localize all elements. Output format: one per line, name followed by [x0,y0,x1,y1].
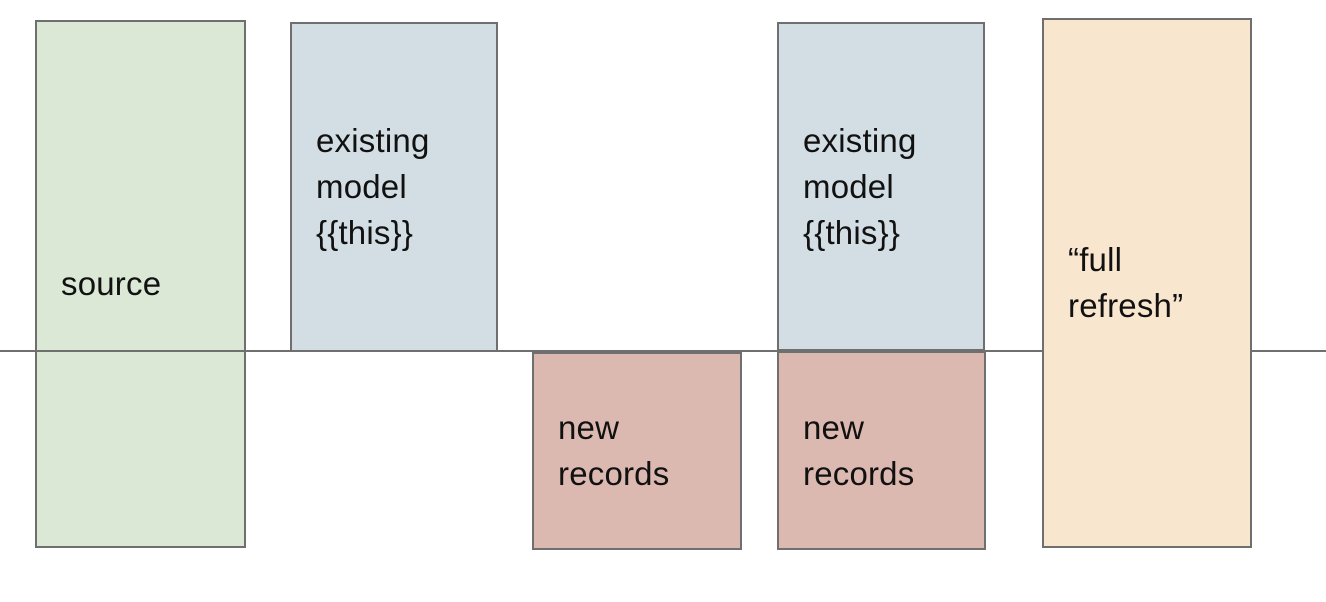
box-full-refresh-label: “full refresh” [1068,241,1184,324]
box-new-records-1-label: new records [558,409,670,492]
box-new-records-2: new records [777,351,986,550]
box-source-label: source [61,265,162,302]
box-existing-model-2: existing model {{this}} [777,22,985,351]
box-existing-model-1-label: existing model {{this}} [316,122,430,251]
box-existing-model-1: existing model {{this}} [290,22,498,352]
baseline-divider-line [0,350,1326,352]
box-new-records-1: new records [532,352,742,550]
box-existing-model-2-label: existing model {{this}} [803,121,917,251]
box-source: source [35,20,246,548]
box-full-refresh: “full refresh” [1042,18,1252,548]
box-new-records-2-label: new records [803,408,915,492]
